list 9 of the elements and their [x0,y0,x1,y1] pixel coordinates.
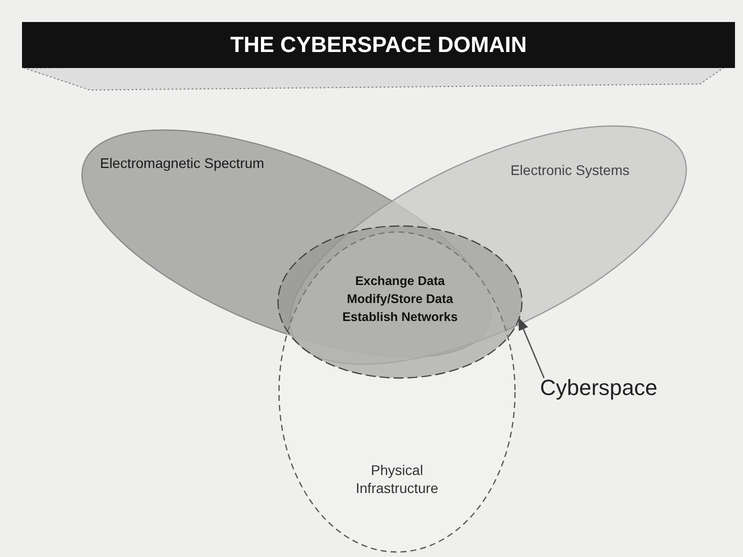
region-label: Exchange Data [354,274,446,290]
callout-label: Cyberspace [540,374,658,402]
region-label: Electromagnetic Spectrum [100,154,266,172]
arrow [518,318,545,378]
title-banner: THE CYBERSPACE DOMAIN [22,22,735,68]
region-label: Physical Infrastructure [354,462,440,497]
region-label: Establish Networks [341,310,459,326]
region-label: Modify/Store Data [346,292,454,308]
region-label: Electronic Systems [509,162,630,180]
